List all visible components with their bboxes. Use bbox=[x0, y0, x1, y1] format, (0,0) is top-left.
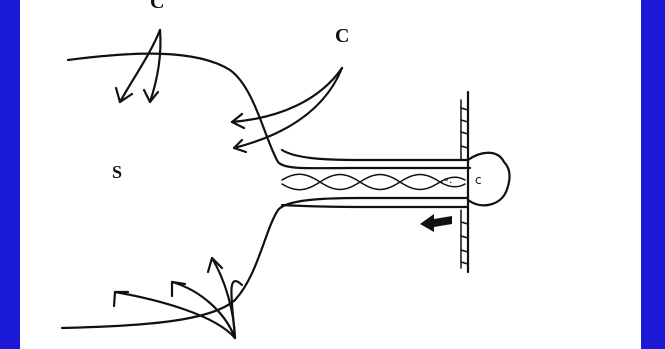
label-top-c: C bbox=[150, 0, 164, 13]
upper-contour bbox=[68, 54, 470, 169]
arrow-c-2 bbox=[234, 68, 342, 148]
blob-dots: ·°· bbox=[440, 176, 453, 189]
channel-lower-inner bbox=[282, 205, 468, 207]
hand-drawn-diagram: C C S ·°· c bbox=[20, 0, 641, 349]
arrow-bottom-4 bbox=[231, 281, 242, 338]
label-s: S bbox=[112, 162, 122, 182]
arrowhead-bottom-2 bbox=[172, 282, 185, 296]
lower-contour bbox=[62, 198, 468, 328]
channel-upper-inner bbox=[282, 150, 468, 160]
arrow-bottom-1 bbox=[115, 292, 235, 338]
blob-swirl: c bbox=[475, 173, 482, 187]
flow-arrow-icon bbox=[420, 214, 452, 232]
label-c: C bbox=[335, 25, 349, 47]
sketch-canvas: C C S ·°· c bbox=[20, 0, 641, 349]
